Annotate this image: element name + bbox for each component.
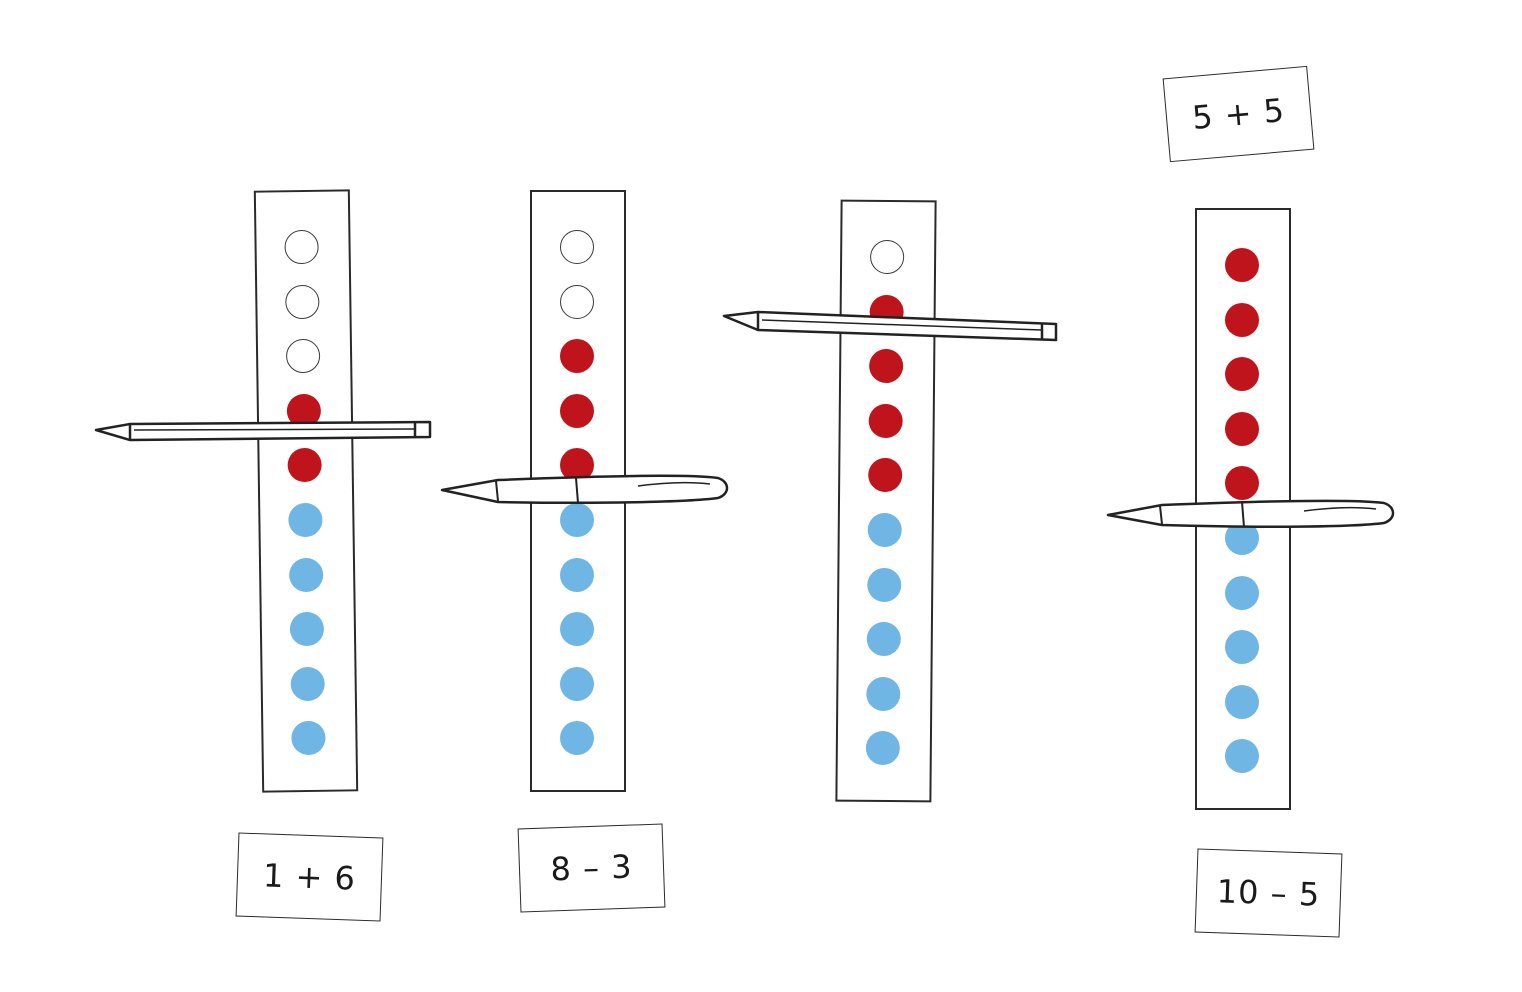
card-text: 8 – 3 — [549, 847, 634, 889]
blue-dot — [560, 503, 594, 537]
empty-circle — [869, 239, 905, 275]
red-dot — [287, 448, 322, 483]
card-5-plus-5: 5 + 5 — [1162, 65, 1315, 163]
empty-circle — [285, 338, 321, 374]
blue-dot — [291, 721, 326, 756]
blue-dot — [290, 666, 325, 702]
red-dot — [1225, 466, 1259, 501]
card-text: 1 + 6 — [262, 856, 357, 898]
red-dot — [1225, 248, 1259, 282]
red-dot — [560, 393, 594, 428]
blue-dot — [560, 721, 594, 756]
blue-dot — [867, 512, 902, 548]
blue-dot — [560, 557, 594, 592]
card-8-minus-3: 8 – 3 — [517, 823, 666, 913]
blue-dot — [1225, 630, 1259, 665]
strip-1 — [253, 189, 359, 793]
blue-dot — [288, 502, 323, 538]
blue-dot — [560, 666, 594, 701]
ballpoint-pen-icon — [1106, 499, 1395, 528]
empty-circle — [560, 284, 594, 319]
blue-dot — [866, 676, 901, 711]
red-dot — [868, 458, 903, 493]
blue-dot — [288, 557, 324, 592]
red-dot — [560, 339, 594, 374]
card-text: 5 + 5 — [1190, 91, 1287, 137]
red-dot — [1225, 302, 1259, 337]
blue-dot — [1225, 739, 1259, 774]
blue-dot — [866, 622, 901, 657]
red-dot — [1225, 411, 1259, 446]
empty-circle — [284, 229, 319, 265]
blue-dot — [865, 731, 900, 766]
card-text: 10 – 5 — [1216, 872, 1321, 914]
red-dot — [1225, 357, 1259, 392]
red-dot — [869, 349, 904, 384]
blue-dot — [560, 612, 594, 647]
red-dot — [868, 403, 903, 438]
ballpoint-pen-icon — [440, 474, 729, 505]
blue-dot — [1225, 684, 1259, 719]
mechanical-pencil-icon — [722, 310, 1058, 342]
strip-3 — [835, 199, 937, 803]
card-10-minus-5: 10 – 5 — [1194, 848, 1343, 938]
blue-dot — [867, 567, 902, 602]
card-1-plus-6: 1 + 6 — [235, 832, 384, 922]
empty-circle — [285, 284, 320, 319]
blue-dot — [1225, 575, 1259, 610]
blue-dot — [289, 611, 325, 647]
mechanical-pencil-icon — [94, 420, 432, 442]
empty-circle — [560, 230, 594, 264]
